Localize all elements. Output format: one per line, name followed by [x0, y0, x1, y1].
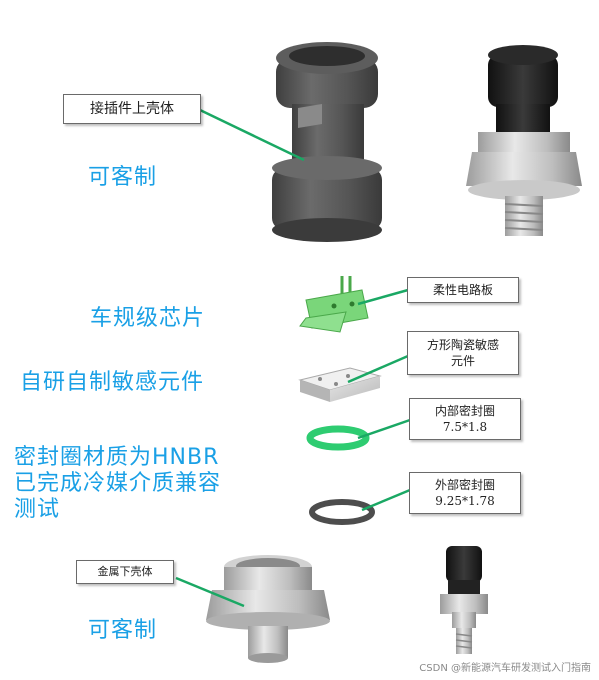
caption-seal-line1: 密封圈材质为HNBR: [14, 445, 220, 470]
callout-lower-shell-text: 金属下壳体: [97, 564, 153, 578]
flex-pcb-part: [299, 276, 369, 333]
caption-seal-line2: 已完成冷媒介质兼容: [14, 470, 222, 496]
caption-automotive-chip: 车规级芯片: [90, 306, 206, 331]
callout-inner-seal: 内部密封圈 7.5*1.8: [409, 398, 521, 440]
caption-seal-material: 密封圈材质为HNBR 已完成冷媒介质兼容 测试: [14, 445, 221, 523]
leader-ceramic: [347, 354, 409, 384]
caption-self-developed: 自研自制敏感元件: [20, 370, 205, 395]
caption-seal-line3: 测试: [14, 496, 61, 522]
inner-seal-ring: [306, 425, 370, 451]
leader-outer-seal: [361, 488, 411, 512]
callout-upper-shell-text: 接插件上壳体: [90, 100, 174, 117]
assembled-sensor-top: [466, 45, 582, 236]
watermark-text: CSDN @新能源汽车研发测试入门指南: [419, 663, 591, 674]
caption-customizable-bottom: 可客制: [88, 618, 158, 643]
callout-flex-pcb: 柔性电路板: [407, 277, 519, 303]
leader-lower-shell: [175, 576, 245, 608]
upper-shell-part: [272, 42, 382, 242]
callout-outer-seal-line2: 9.25*1.78: [435, 494, 495, 508]
callout-lower-shell: 金属下壳体: [76, 560, 174, 584]
callout-ceramic-line2: 元件: [450, 354, 475, 368]
outer-seal-ring: [309, 499, 375, 525]
assembled-sensor-bottom: [440, 546, 488, 654]
callout-upper-shell: 接插件上壳体: [63, 94, 201, 124]
ceramic-element-part: [298, 367, 382, 402]
lower-shell-part: [206, 555, 330, 663]
leader-flex-pcb: [357, 288, 409, 306]
leader-inner-seal: [357, 418, 411, 440]
callout-inner-seal-line2: 7.5*1.8: [442, 420, 488, 434]
leader-lines: [175, 108, 411, 608]
callout-ceramic-line1: 方形陶瓷敏感: [426, 337, 499, 352]
callout-flex-pcb-text: 柔性电路板: [432, 282, 493, 297]
callout-inner-seal-line1: 内部密封圈: [434, 403, 495, 418]
leader-upper-shell: [199, 108, 305, 162]
callout-outer-seal-line1: 外部密封圈: [434, 477, 495, 492]
caption-customizable-top: 可客制: [88, 165, 158, 190]
callout-outer-seal: 外部密封圈 9.25*1.78: [409, 472, 521, 514]
callout-ceramic-element: 方形陶瓷敏感 元件: [407, 331, 519, 375]
